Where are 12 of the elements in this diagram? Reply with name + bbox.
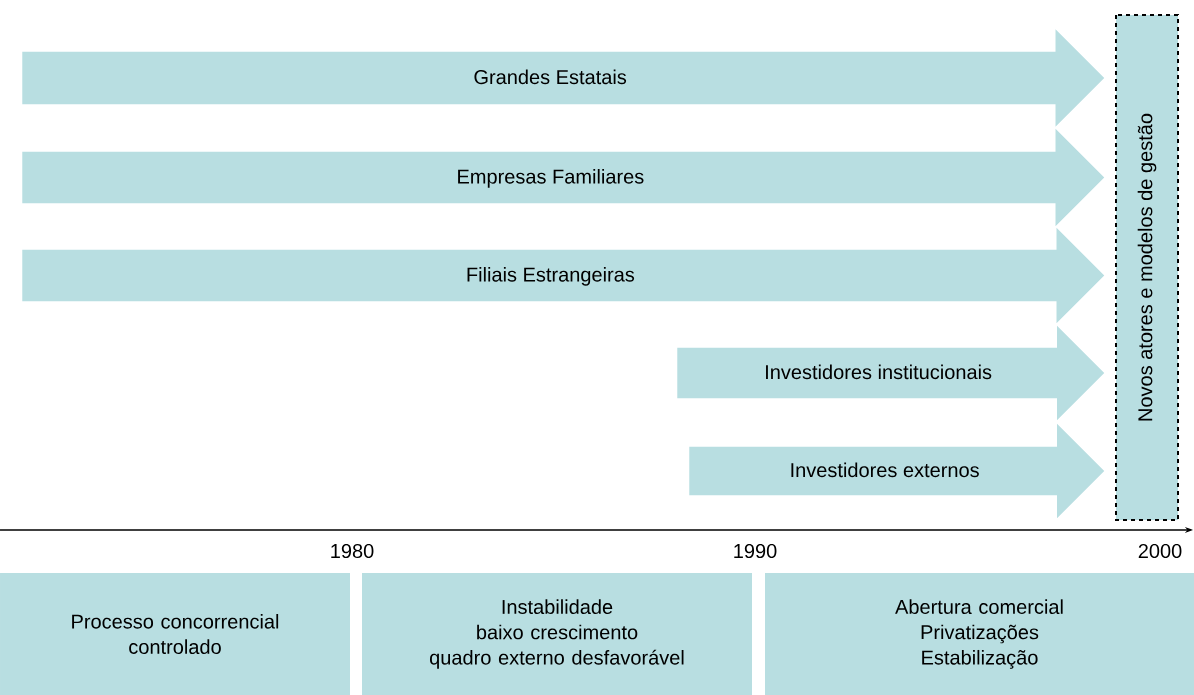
period-box: Abertura comercial Privatizações Estabilização: [765, 573, 1194, 695]
year-label: 1980: [331, 543, 374, 559]
year-label: 1990: [734, 543, 777, 559]
arrow-band: Filiais Estrangeiras: [22, 227, 1105, 324]
arrow-band: Grandes Estatais: [22, 29, 1105, 127]
period-box: Instabilidade baixo crescimento quadro externo desfavorável: [362, 573, 752, 695]
arrow-band: Investidores externos: [689, 423, 1105, 519]
arrow-band: Investidores institucionais: [677, 325, 1105, 421]
arrow-band: Empresas Familiares: [22, 128, 1105, 227]
year-label: 2000: [1138, 543, 1182, 559]
period-box: Processo concorrencial controlado: [0, 573, 350, 695]
outcome-box: Novos atores e modelos de gestão: [1115, 14, 1179, 521]
